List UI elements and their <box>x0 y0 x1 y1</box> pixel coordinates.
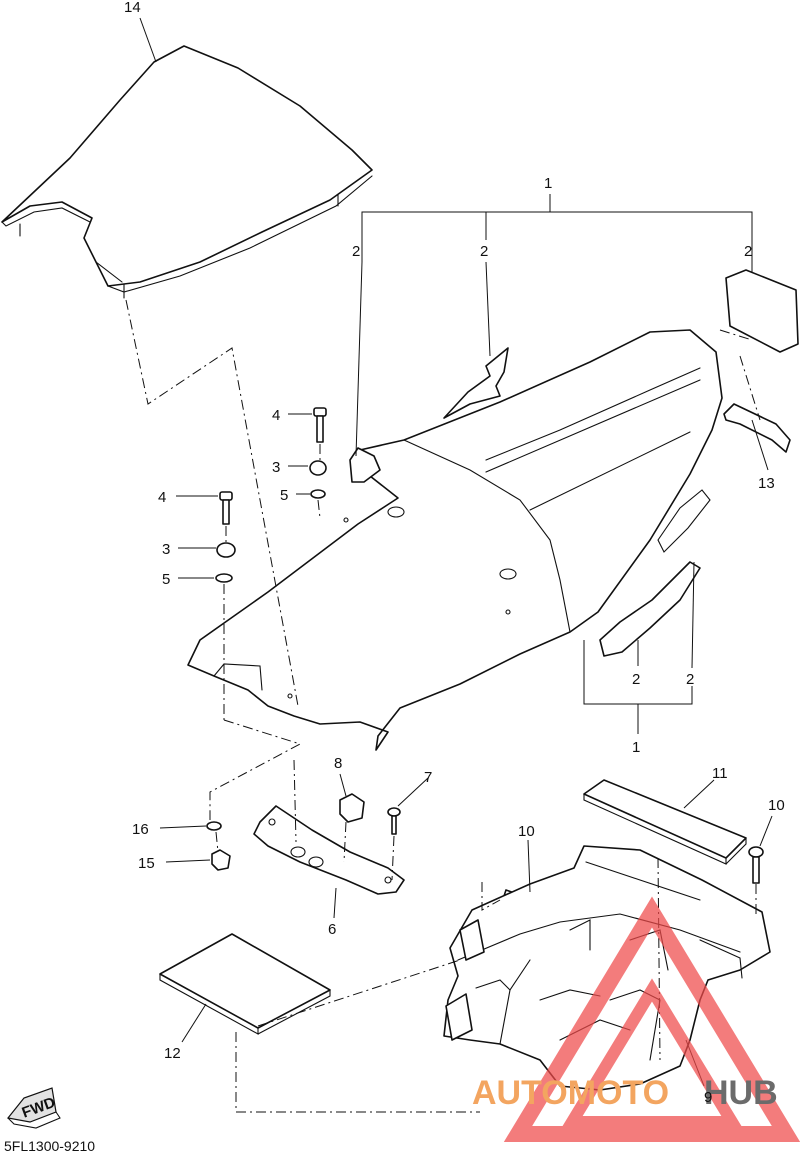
watermark-text-part1: AUTOMOTO <box>472 1074 669 1112</box>
bolt-part-4-lower[interactable] <box>219 491 233 525</box>
assembly-lines <box>125 299 761 1113</box>
callout-8: 8 <box>334 755 342 772</box>
callout-2-c: 2 <box>744 243 752 260</box>
screw-part-7[interactable] <box>387 807 401 835</box>
bolt-part-10-right[interactable] <box>748 846 764 884</box>
callout-1-top: 1 <box>544 175 552 192</box>
callout-6: 6 <box>328 921 336 938</box>
trim-part-2-left[interactable] <box>349 347 509 483</box>
callout-9: 9 <box>704 1089 712 1106</box>
washer-part-5-lower[interactable] <box>215 573 233 583</box>
callout-2-d: 2 <box>632 671 640 688</box>
watermark-triangle-inner <box>561 978 743 1128</box>
bracket-part-6[interactable] <box>253 805 405 895</box>
tray-part-9[interactable] <box>443 845 771 1091</box>
callout-10-b: 10 <box>768 797 785 814</box>
pad-part-11[interactable] <box>583 779 747 865</box>
callout-labels: 14 1 2 2 2 13 4 3 5 4 3 5 2 2 1 8 7 11 1… <box>124 0 785 1106</box>
callout-15: 15 <box>138 855 155 872</box>
callout-10-a: 10 <box>518 823 535 840</box>
callout-3-a: 3 <box>272 459 280 476</box>
watermark-text-part2: HUB <box>704 1074 778 1112</box>
seat-part-14[interactable] <box>1 45 373 299</box>
callout-4-b: 4 <box>158 489 166 506</box>
callout-7: 7 <box>424 769 432 786</box>
nut-part-3-lower[interactable] <box>216 542 236 558</box>
nut-part-15[interactable] <box>211 849 231 871</box>
callout-3-b: 3 <box>162 541 170 558</box>
diagram-code: 5FL1300-9210 <box>4 1138 95 1154</box>
callout-11: 11 <box>712 765 728 782</box>
callout-5-b: 5 <box>162 571 170 588</box>
watermark-triangle-outer <box>503 896 800 1142</box>
fwd-arrow-icon <box>6 1087 61 1129</box>
trim-part-2-right[interactable] <box>599 561 701 657</box>
callout-14: 14 <box>124 0 141 16</box>
callout-16: 16 <box>132 821 149 838</box>
nut-part-3-upper[interactable] <box>309 460 327 476</box>
watermark-logo <box>503 896 800 1142</box>
callout-13: 13 <box>758 475 775 492</box>
callout-2-a: 2 <box>352 243 360 260</box>
strip-part-13[interactable] <box>723 403 791 453</box>
callout-2-b: 2 <box>480 243 488 260</box>
callout-2-e: 2 <box>686 671 694 688</box>
callout-1-bottom: 1 <box>632 739 640 756</box>
bolt-part-4-upper[interactable] <box>313 407 327 443</box>
washer-part-5-upper[interactable] <box>310 489 326 499</box>
clip-part-8[interactable] <box>339 793 365 823</box>
washer-part-16[interactable] <box>206 821 222 831</box>
pad-part-12[interactable] <box>159 933 331 1035</box>
callout-12: 12 <box>164 1045 181 1062</box>
callout-5-a: 5 <box>280 487 288 504</box>
callout-4-a: 4 <box>272 407 280 424</box>
seat-cowl-part-1[interactable] <box>187 329 723 751</box>
emblem-part-2[interactable] <box>725 269 799 353</box>
